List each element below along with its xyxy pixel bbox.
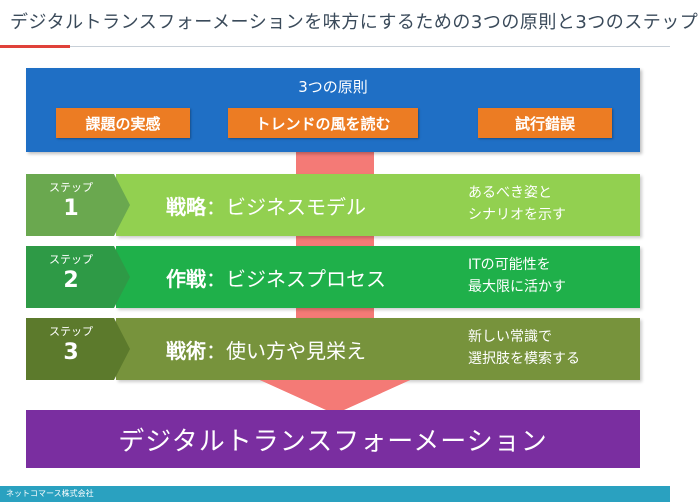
step-title: 使い方や見栄え: [226, 338, 366, 363]
principle-button: トレンドの風を読む: [228, 108, 418, 138]
principles-panel: 3つの原則 課題の実感 トレンドの風を読む 試行錯誤: [26, 68, 640, 152]
step-desc-line: 新しい常識で: [468, 329, 552, 345]
step-number: 2: [63, 268, 79, 293]
step-label: ステップ 3: [26, 318, 130, 380]
step-word: ステップ: [49, 325, 93, 338]
footer-company: ネットコマース株式会社: [6, 489, 94, 498]
result-box: デジタルトランスフォーメーション: [26, 410, 640, 468]
step-desc-line: ITの可能性を: [468, 257, 551, 273]
step-desc-line: 最大限に活かす: [468, 279, 566, 295]
principle-button: 課題の実感: [56, 108, 190, 138]
step-label: ステップ 1: [26, 174, 130, 236]
step-bar: 戦術 ： 使い方や見栄え 新しい常識で 選択肢を模索する: [116, 318, 640, 380]
step-title: ビジネスモデル: [226, 194, 366, 219]
step-main-text: 戦略 ： ビジネスモデル: [166, 174, 366, 236]
step-keyword: 戦術: [166, 338, 206, 363]
step-chevron: [26, 246, 130, 308]
step-desc-line: シナリオを示す: [468, 207, 566, 223]
step-label: ステップ 2: [26, 246, 130, 308]
step-main-text: 戦術 ： 使い方や見栄え: [166, 318, 366, 380]
title-rule: [0, 45, 670, 48]
principle-button: 試行錯誤: [478, 108, 612, 138]
step-description: ITの可能性を 最大限に活かす: [468, 254, 638, 298]
step-keyword: 戦略: [166, 194, 206, 219]
step-description: あるべき姿と シナリオを示す: [468, 182, 638, 226]
step-word: ステップ: [49, 181, 93, 194]
step-desc-line: 選択肢を模索する: [468, 351, 580, 367]
step-keyword: 作戦: [166, 266, 206, 291]
step-separator: ：: [206, 338, 226, 363]
step-separator: ：: [206, 266, 226, 291]
step-title: ビジネスプロセス: [226, 266, 386, 291]
step-word: ステップ: [49, 253, 93, 266]
step-bar: 作戦 ： ビジネスプロセス ITの可能性を 最大限に活かす: [116, 246, 640, 308]
step-chevron: [26, 318, 130, 380]
step-separator: ：: [206, 194, 226, 219]
step-number: 3: [63, 340, 79, 365]
step-main-text: 作戦 ： ビジネスプロセス: [166, 246, 386, 308]
title-rule-accent: [0, 45, 70, 48]
principles-heading: 3つの原則: [298, 78, 368, 96]
step-number: 1: [63, 196, 79, 221]
step-chevron: [26, 174, 130, 236]
footer-bar: ネットコマース株式会社: [0, 486, 670, 502]
slide-title: デジタルトランスフォーメーションを味方にするための3つの原則と3つのステップ: [10, 12, 698, 33]
step-desc-line: あるべき姿と: [468, 185, 552, 201]
step-description: 新しい常識で 選択肢を模索する: [468, 326, 638, 370]
step-bar: 戦略 ： ビジネスモデル あるべき姿と シナリオを示す: [116, 174, 640, 236]
